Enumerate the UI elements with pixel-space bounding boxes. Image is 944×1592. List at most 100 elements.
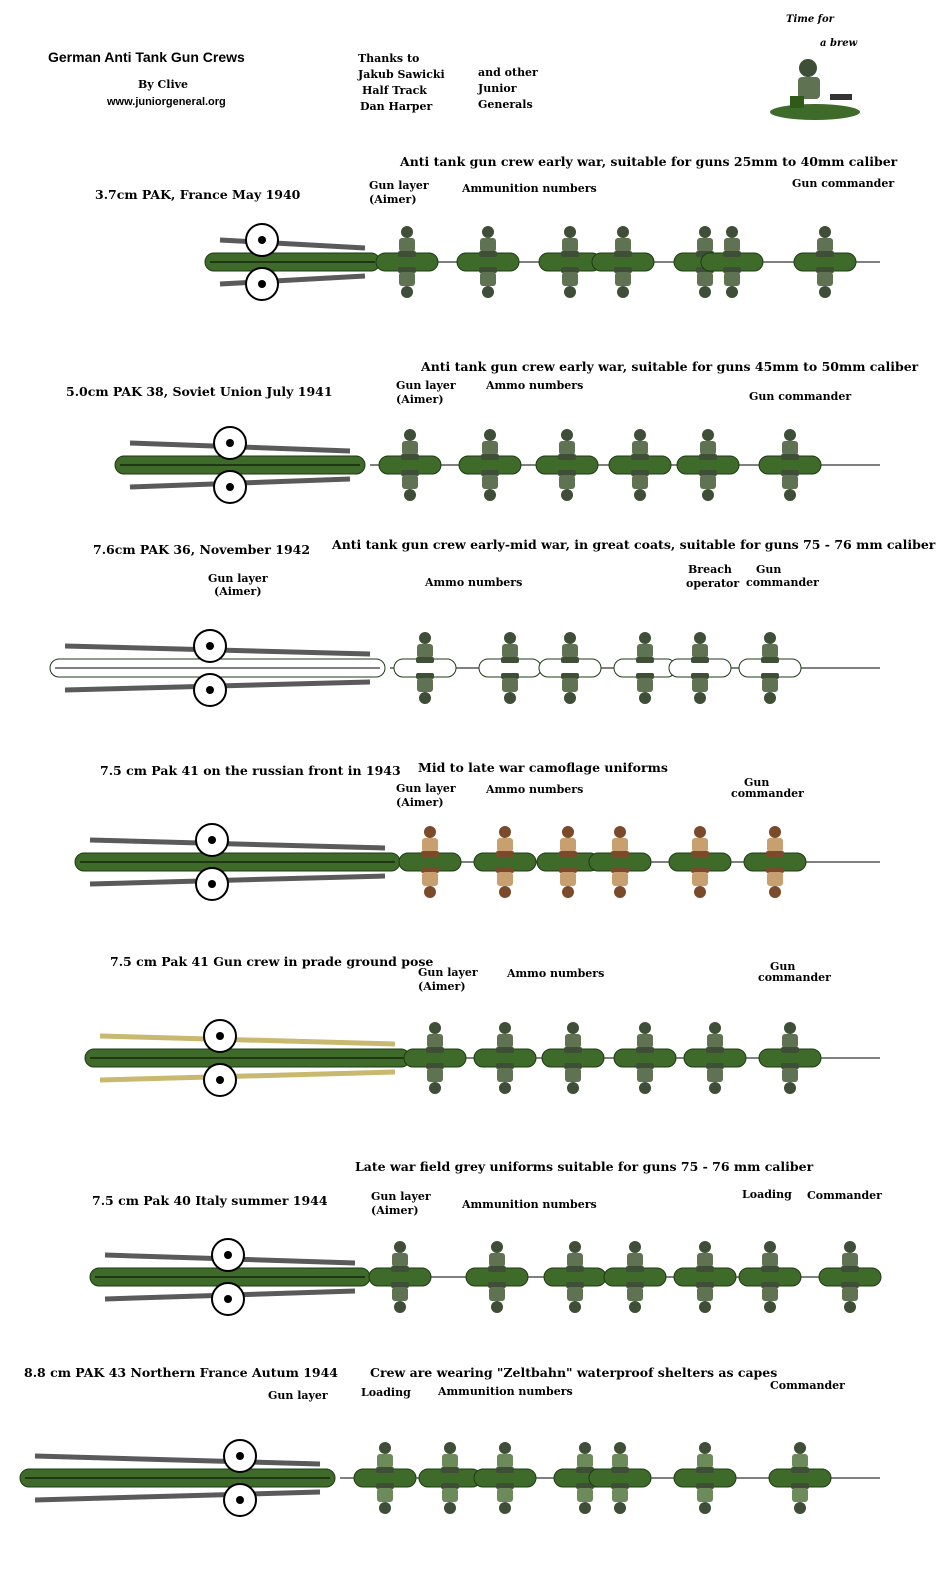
soldier-figure — [559, 826, 577, 898]
soldier-figure — [558, 429, 576, 501]
soldier-torso — [842, 1253, 858, 1267]
soldier-figure — [561, 226, 579, 298]
soldier-torso — [792, 1488, 808, 1502]
soldier-legs — [496, 867, 514, 873]
section-caption: Mid to late war camoflage uniforms — [418, 760, 668, 775]
soldier-legs — [564, 1047, 582, 1053]
soldier-helmet — [404, 489, 416, 501]
soldier-torso — [817, 238, 833, 252]
soldier-legs — [426, 1047, 444, 1053]
soldier-helmet — [401, 286, 413, 298]
soldier-helmet — [499, 1082, 511, 1094]
soldier-helmet — [784, 429, 796, 441]
soldier-torso — [612, 872, 628, 886]
soldier-helmet — [379, 1502, 391, 1514]
gun-barrel — [89, 873, 386, 887]
soldier-helmet — [699, 1502, 711, 1514]
soldier-legs — [631, 454, 649, 460]
soldier-torso — [615, 238, 631, 252]
soldier-torso — [480, 238, 496, 252]
gun-title: 7.5 cm Pak 41 on the russian front in 19… — [100, 763, 401, 778]
soldier-torso — [497, 1068, 513, 1082]
soldier-legs — [398, 251, 416, 257]
soldier-helmet — [614, 886, 626, 898]
soldier-torso — [565, 1034, 581, 1048]
soldier-torso — [427, 1068, 443, 1082]
soldier-legs — [723, 267, 741, 273]
soldier-helmet — [819, 286, 831, 298]
soldier-helmet — [709, 1082, 721, 1094]
soldier-helmet — [794, 1502, 806, 1514]
role-label: Gun — [756, 563, 782, 576]
soldier-legs — [416, 657, 434, 663]
soldier-helmet — [784, 1082, 796, 1094]
soldier-figure — [761, 632, 779, 704]
soldier-torso — [700, 475, 716, 489]
soldier-torso — [427, 1034, 443, 1048]
soldier-figure — [723, 226, 741, 298]
soldier-figure — [766, 826, 784, 898]
soldier-torso — [692, 838, 708, 852]
role-label: Commander — [770, 1379, 845, 1392]
soldier-torso — [402, 441, 418, 455]
soldier-torso — [422, 872, 438, 886]
soldier-torso — [637, 1068, 653, 1082]
soldier-torso — [562, 272, 578, 286]
brew-soldier-body — [798, 77, 820, 99]
gun-barrel — [34, 1453, 321, 1467]
soldier-helmet — [726, 286, 738, 298]
soldier-helmet — [444, 1502, 456, 1514]
soldier-legs — [416, 673, 434, 679]
soldier-torso — [559, 441, 575, 455]
soldier-torso — [562, 678, 578, 692]
wheel-hub — [226, 439, 234, 447]
soldier-torso — [480, 272, 496, 286]
wheel-hub — [206, 642, 214, 650]
soldier-helmet — [562, 826, 574, 838]
soldier-helmet — [764, 632, 776, 644]
soldier-helmet — [634, 489, 646, 501]
site-link[interactable]: www.juniorgeneral.org — [107, 96, 226, 108]
soldier-helmet — [784, 489, 796, 501]
wheel-hub — [224, 1251, 232, 1259]
soldier-helmet — [617, 286, 629, 298]
soldier-torso — [697, 1488, 713, 1502]
soldier-legs — [614, 267, 632, 273]
section-caption: Anti tank gun crew early war, suitable f… — [400, 154, 898, 169]
soldier-legs — [626, 1266, 644, 1272]
soldier-torso — [562, 644, 578, 658]
role-label: Gun commander — [749, 390, 852, 403]
soldier-figure — [614, 226, 632, 298]
soldier-figure — [391, 1241, 409, 1313]
role-label: Gun — [744, 776, 770, 789]
soldier-legs — [816, 267, 834, 273]
soldier-helmet — [564, 226, 576, 238]
wheel-hub — [236, 1452, 244, 1460]
role-label: Gun layer — [369, 179, 429, 192]
soldier-legs — [501, 657, 519, 663]
role-label: commander — [731, 787, 804, 800]
soldier-helmet — [499, 1502, 511, 1514]
role-label: commander — [758, 971, 831, 984]
soldier-torso — [562, 238, 578, 252]
soldier-legs — [501, 673, 519, 679]
soldier-torso — [489, 1253, 505, 1267]
soldier-legs — [566, 1266, 584, 1272]
soldier-helmet — [726, 226, 738, 238]
soldier-helmet — [702, 429, 714, 441]
role-label: Ammo numbers — [425, 576, 523, 589]
soldier-torso — [392, 1253, 408, 1267]
wheel-hub — [208, 880, 216, 888]
thanks-line: Dan Harper — [360, 100, 433, 113]
soldier-legs — [401, 454, 419, 460]
soldier-torso — [559, 475, 575, 489]
role-label: Loading — [361, 1386, 411, 1399]
soldier-helmet — [699, 1442, 711, 1454]
soldier-legs — [631, 470, 649, 476]
soldier-legs — [559, 851, 577, 857]
soldier-legs — [376, 1483, 394, 1489]
soldier-helmet — [401, 226, 413, 238]
gun-title: 7.6cm PAK 36, November 1942 — [93, 542, 311, 557]
gun-barrel — [34, 1489, 321, 1503]
soldier-helmet — [482, 226, 494, 238]
